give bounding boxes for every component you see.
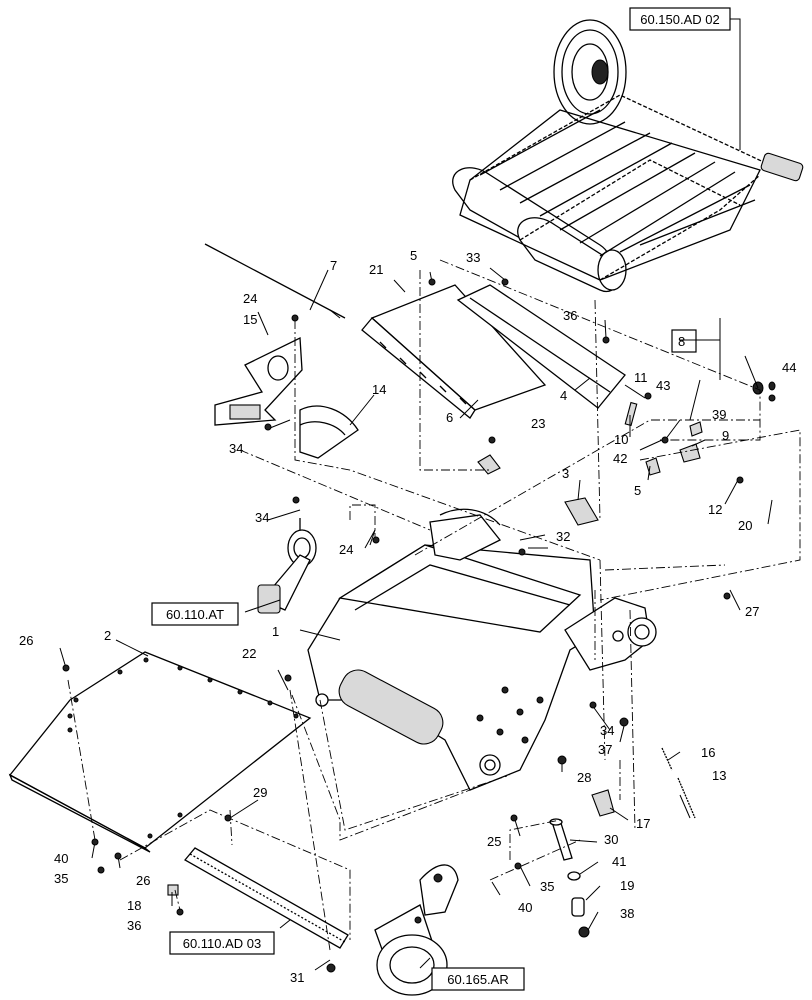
callout-5-top: 5 <box>410 248 417 263</box>
reference-hydraulic-motor-label: 60.165.AR <box>447 972 508 987</box>
callout-28: 28 <box>577 770 591 785</box>
wear-plate-7 <box>204 243 346 319</box>
callout-22: 22 <box>242 646 256 661</box>
bracket-3 <box>564 497 599 526</box>
reference-drive-hub[interactable]: 60.110.AT <box>151 602 239 626</box>
hydraulic-motor <box>374 864 459 996</box>
reference-crop-strip-label: 60.110.AD 03 <box>183 936 262 951</box>
reference-hydraulic-motor[interactable]: 60.165.AR <box>431 967 525 991</box>
floor-plate-4 <box>456 284 626 409</box>
cover-plate-2 <box>8 651 312 853</box>
callout-43: 43 <box>656 378 670 393</box>
bracket-23 <box>477 454 501 475</box>
callout-40-right: 40 <box>518 900 532 915</box>
callout-10: 10 <box>614 432 628 447</box>
callout-37: 37 <box>598 742 612 757</box>
callout-14: 14 <box>372 382 386 397</box>
callout-25: 25 <box>487 834 501 849</box>
callout-33: 33 <box>466 250 480 265</box>
callout-20: 20 <box>738 518 752 533</box>
callout-24-top: 24 <box>243 291 257 306</box>
reference-drive-hub-label: 60.110.AT <box>166 607 224 622</box>
shield-14 <box>299 405 359 459</box>
callout-7: 7 <box>330 258 337 273</box>
callout-44: 44 <box>782 360 796 375</box>
leader-lines <box>59 267 773 971</box>
shield-15 <box>214 336 303 426</box>
callout-24-mid: 24 <box>339 542 353 557</box>
callout-26-left: 26 <box>19 633 33 648</box>
callout-11: 11 <box>634 370 648 385</box>
callout-40-left: 40 <box>54 851 68 866</box>
spring-16 <box>661 747 673 771</box>
callout-36-top: 36 <box>563 308 577 323</box>
feeder-chain-assembly <box>452 19 804 293</box>
clip-17 <box>591 789 615 817</box>
callout-18: 18 <box>127 898 141 913</box>
callout-labels: 1 2 3 4 5 5 6 7 8 9 10 11 12 13 14 15 16… <box>19 248 796 985</box>
callout-21: 21 <box>369 262 383 277</box>
assembly-center-lines <box>67 259 801 951</box>
reference-crop-strip[interactable]: 60.110.AD 03 <box>169 931 275 955</box>
callout-30: 30 <box>604 832 618 847</box>
callout-9: 9 <box>722 428 729 443</box>
drive-hub-assembly <box>257 518 317 614</box>
washer-41 <box>567 871 581 881</box>
callout-16: 16 <box>701 745 715 760</box>
callout-15: 15 <box>243 312 257 327</box>
floor-plate-6 <box>361 284 547 419</box>
callout-31: 31 <box>290 970 304 985</box>
rod-13 <box>677 777 696 819</box>
callout-38: 38 <box>620 906 634 921</box>
callout-8-box <box>671 329 697 353</box>
reference-feeder-chain[interactable]: 60.150.AD 02 <box>629 7 741 150</box>
callout-27: 27 <box>745 604 759 619</box>
callout-41: 41 <box>612 854 626 869</box>
callout-39: 39 <box>712 407 726 422</box>
callout-34-left: 34 <box>229 441 243 456</box>
callout-29: 29 <box>253 785 267 800</box>
callout-42: 42 <box>613 451 627 466</box>
callout-34-right: 34 <box>600 723 614 738</box>
crop-strip <box>184 847 349 949</box>
callout-35-right: 35 <box>540 879 554 894</box>
callout-26-bottom: 26 <box>136 873 150 888</box>
feeder-frame-1 <box>307 508 657 791</box>
callout-35-left: 35 <box>54 871 68 886</box>
callout-17: 17 <box>636 816 650 831</box>
callout-32: 32 <box>556 529 570 544</box>
callout-1: 1 <box>272 624 279 639</box>
spacer-19 <box>571 897 585 917</box>
callout-13: 13 <box>712 768 726 783</box>
callout-34-mid: 34 <box>255 510 269 525</box>
bracket-9 <box>679 421 703 463</box>
callout-19: 19 <box>620 878 634 893</box>
callout-2: 2 <box>104 628 111 643</box>
callout-36-bottom: 36 <box>127 918 141 933</box>
hardware-dots <box>62 278 776 973</box>
callout-23: 23 <box>531 416 545 431</box>
reference-feeder-chain-label: 60.150.AD 02 <box>640 12 720 27</box>
pin-30 <box>549 818 573 861</box>
callout-5-right: 5 <box>634 483 641 498</box>
callout-6: 6 <box>446 410 453 425</box>
callout-12: 12 <box>708 502 722 517</box>
nut-38 <box>578 926 590 938</box>
spring-bracket-5 <box>645 457 661 476</box>
callout-4: 4 <box>560 388 567 403</box>
bracket-10 <box>624 401 638 427</box>
bolt-18 <box>167 884 179 896</box>
callout-3: 3 <box>562 466 569 481</box>
callout-8: 8 <box>678 334 685 349</box>
